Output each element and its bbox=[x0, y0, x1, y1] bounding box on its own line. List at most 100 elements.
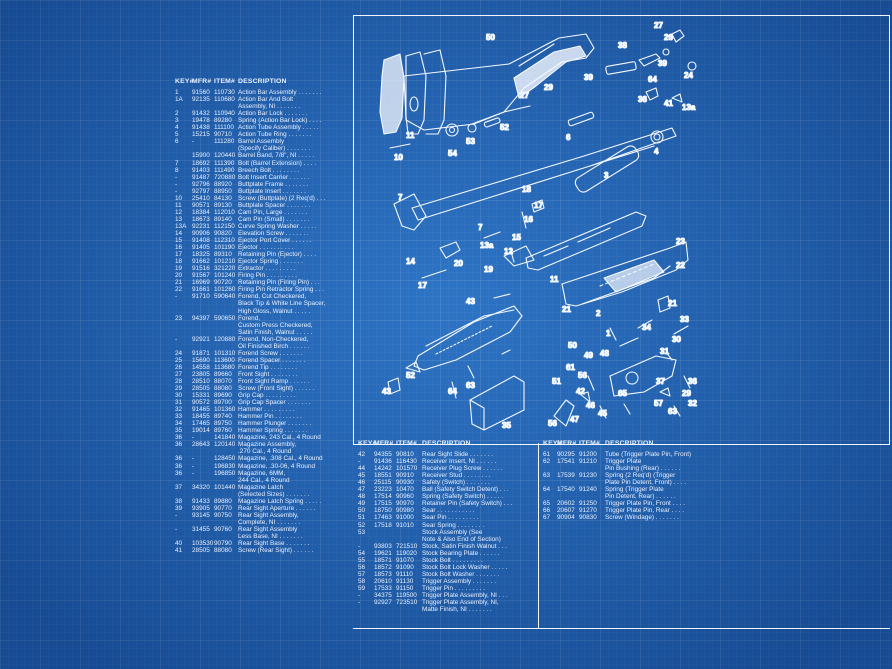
mfr-number: 20610 bbox=[374, 577, 392, 585]
parts-row: Complete, NI . . . . . . . bbox=[175, 519, 326, 526]
part-key: 16 bbox=[175, 244, 183, 252]
part-description: Less Base, NI . . . . . . . bbox=[238, 533, 303, 540]
parts-row: Assembly, NI . . . . . . . bbox=[175, 103, 326, 110]
mfr-number: 17533 bbox=[374, 584, 392, 592]
callout-label: 6 bbox=[566, 133, 571, 142]
part-description: Receiver Insert, NI . . . . . . bbox=[422, 458, 497, 466]
mfr-number: 18384 bbox=[192, 208, 210, 216]
part-key: 41 bbox=[175, 547, 183, 555]
part-key: 31 bbox=[175, 399, 183, 407]
part-key: 35 bbox=[175, 427, 183, 435]
part-description: Hammer Spring . . . . . . . bbox=[238, 427, 308, 435]
item-number: 89760 bbox=[214, 427, 232, 435]
mfr-number: 91662 bbox=[192, 258, 210, 266]
callout-label: 18 bbox=[522, 185, 531, 194]
parts-row: Oil Finished Birch . . . . . . bbox=[175, 343, 326, 350]
part-key: 52 bbox=[358, 521, 366, 529]
parts-row: Pin Bushing (Rear) . . . . . . bbox=[543, 465, 691, 472]
mfr-number: 28505 bbox=[192, 385, 210, 393]
item-number: 90790 bbox=[214, 540, 232, 548]
item-number: 101440 bbox=[214, 483, 236, 491]
item-number bbox=[579, 465, 605, 472]
item-number: 88080 bbox=[214, 547, 232, 555]
item-number: 111490 bbox=[214, 166, 235, 174]
part-key: - bbox=[358, 599, 361, 607]
mfr-number: 92231 bbox=[192, 222, 210, 230]
callout-label: 49 bbox=[584, 351, 593, 360]
part-description: Safety (Switch) . . . . . . . bbox=[422, 479, 490, 487]
part-key: 50 bbox=[358, 507, 366, 515]
callout-label: 14 bbox=[406, 257, 415, 266]
item-number bbox=[214, 477, 238, 484]
part-key bbox=[175, 329, 192, 336]
part-key bbox=[543, 479, 557, 486]
part-description: Extractor . . . . . . . . . bbox=[238, 265, 296, 273]
mfr-number bbox=[557, 493, 579, 500]
mfr-number: 18692 bbox=[192, 159, 210, 167]
header-key: KEY# bbox=[543, 440, 562, 447]
callout-label: 11 bbox=[550, 275, 559, 284]
callout-label: 36 bbox=[688, 377, 697, 386]
mfr-number: 23805 bbox=[192, 370, 210, 378]
callout-label: 24 bbox=[684, 71, 693, 80]
part-key: 57 bbox=[358, 570, 366, 578]
part-key: 36 bbox=[175, 441, 183, 449]
item-number: 101260 bbox=[214, 286, 236, 294]
mfr-number: 93145 bbox=[192, 511, 210, 519]
mfr-number: 91436 bbox=[374, 458, 392, 466]
item-number bbox=[214, 533, 238, 540]
mfr-number: 28643 bbox=[192, 441, 210, 449]
callout-label: 37 bbox=[656, 377, 665, 386]
col-rule bbox=[538, 443, 539, 629]
callout-label: 41 bbox=[664, 99, 673, 108]
mfr-number bbox=[192, 343, 214, 350]
mfr-number: 17463 bbox=[374, 514, 392, 522]
mfr-number: 28510 bbox=[192, 377, 210, 385]
header-item: ITEM# bbox=[396, 440, 418, 447]
part-description: Front Sight Ramp . . . . . . bbox=[238, 377, 310, 385]
part-key: 53 bbox=[358, 528, 366, 536]
mfr-number bbox=[374, 536, 396, 543]
item-number: 321220 bbox=[214, 265, 236, 273]
callout-label: 47 bbox=[570, 415, 579, 424]
mfr-number: 28505 bbox=[192, 547, 210, 555]
mfr-number bbox=[374, 529, 396, 536]
callout-label: 30 bbox=[672, 335, 681, 344]
callout-label: 50 bbox=[486, 33, 495, 42]
part-description: Grip Cap . . . . . . . . . bbox=[238, 392, 296, 400]
mfr-number: 18573 bbox=[374, 570, 392, 578]
mfr-number: 91516 bbox=[192, 265, 210, 273]
part-description: Action Bar Assembly . . . . . . . bbox=[238, 89, 322, 97]
part-key: 40 bbox=[175, 540, 183, 548]
callout-label: 61 bbox=[566, 363, 575, 372]
item-number bbox=[214, 343, 238, 350]
item-number: 91090 bbox=[396, 563, 414, 571]
callout-label: 11 bbox=[406, 131, 415, 140]
part-description: Curve Spring Washer . . . . . bbox=[238, 222, 317, 230]
item-number: 91210 bbox=[579, 458, 597, 466]
callout-label: 39 bbox=[658, 59, 667, 68]
mfr-number: 91408 bbox=[192, 237, 210, 245]
header-description: DESCRIPTION bbox=[422, 440, 471, 447]
mfr-number: 15900 bbox=[192, 152, 210, 160]
stock-drawing bbox=[403, 33, 595, 131]
exploded-parts-diagram: 50 27 29 27 26 38 39 39 64 24 36 41 13a … bbox=[379, 20, 698, 431]
part-key: 65 bbox=[543, 500, 551, 508]
mfr-number: 93803 bbox=[374, 542, 392, 550]
part-key bbox=[175, 491, 192, 498]
mfr-number: 90295 bbox=[557, 451, 575, 459]
callout-label: 15 bbox=[512, 233, 521, 242]
item-number: 119020 bbox=[396, 549, 417, 557]
part-description: Action Bar And Bolt bbox=[238, 96, 294, 104]
part-description: Screw (Rear Sight) . . . . . . bbox=[238, 547, 314, 555]
part-key: 19 bbox=[175, 265, 183, 273]
mfr-number: 91487 bbox=[192, 173, 210, 181]
item-number: 90750 bbox=[214, 511, 232, 519]
